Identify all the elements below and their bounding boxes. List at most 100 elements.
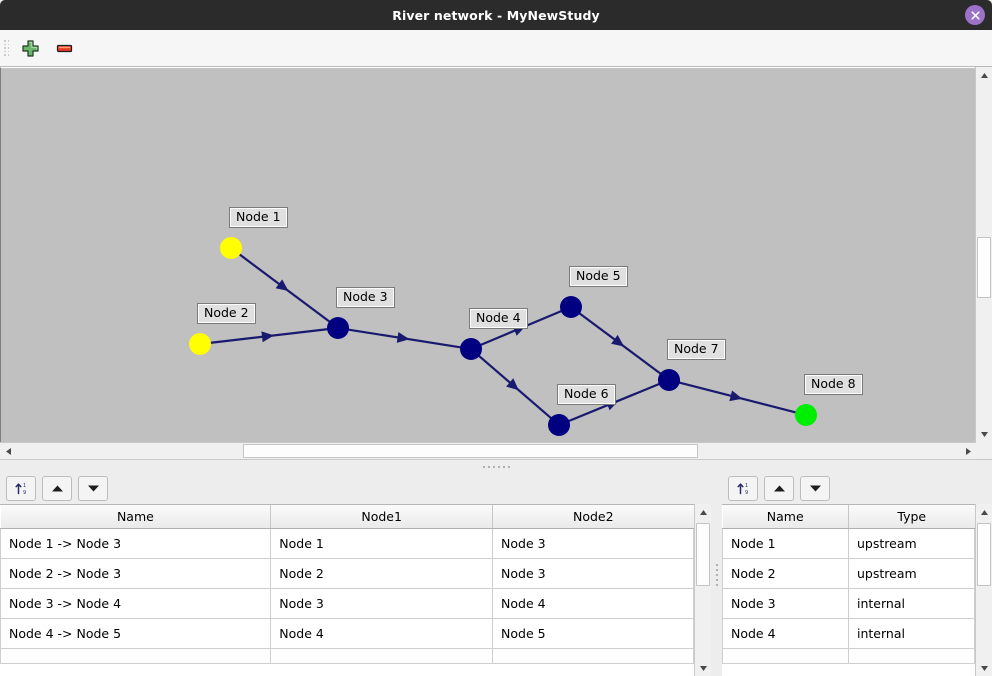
table-cell[interactable]: Node 3 -> Node 4 — [0, 588, 272, 619]
table-cell[interactable]: upstream — [848, 558, 975, 589]
graph-node-label-node4[interactable]: Node 4 — [469, 308, 528, 329]
column-header-name[interactable]: Name — [0, 505, 272, 529]
node-table-row-empty[interactable] — [722, 648, 975, 664]
column-header-node1[interactable]: Node1 — [270, 505, 494, 529]
add-node-button[interactable] — [16, 34, 44, 62]
graph-node-label-node8[interactable]: Node 8 — [804, 374, 863, 395]
table-cell[interactable]: internal — [848, 618, 975, 649]
reach-sort-button[interactable]: 1 9 — [6, 476, 36, 501]
canvas-hscroll-thumb[interactable] — [242, 444, 698, 458]
graph-node-label-node1[interactable]: Node 1 — [229, 207, 288, 228]
reach-vscroll-track[interactable] — [695, 520, 711, 660]
canvas-vscroll-track[interactable] — [976, 83, 992, 426]
graph-node-node3[interactable] — [327, 317, 349, 339]
table-cell[interactable]: Node 4 — [492, 588, 694, 619]
node-vscroll-thumb[interactable] — [977, 522, 991, 587]
edge-arrowhead — [611, 334, 625, 347]
column-header-type[interactable]: Type — [848, 505, 975, 529]
close-button[interactable] — [965, 5, 985, 25]
node-scroll-up-button[interactable] — [976, 504, 992, 520]
reach-table-vertical-scrollbar[interactable] — [694, 504, 711, 676]
node-move-up-button[interactable] — [764, 476, 794, 501]
node-scroll-down-button[interactable] — [976, 660, 992, 676]
table-cell-empty[interactable] — [848, 648, 975, 664]
node-vscroll-track[interactable] — [976, 520, 992, 660]
scroll-up-button[interactable] — [976, 67, 992, 83]
column-header-name[interactable]: Name — [722, 505, 849, 529]
canvas-hscroll-track[interactable] — [16, 443, 960, 459]
node-move-down-button[interactable] — [800, 476, 830, 501]
scroll-right-button[interactable] — [960, 443, 976, 459]
remove-node-button[interactable] — [50, 34, 78, 62]
graph-node-node4[interactable] — [460, 338, 482, 360]
horizontal-splitter[interactable] — [0, 459, 992, 473]
table-cell[interactable]: Node 5 — [492, 618, 694, 649]
canvas-vscroll-thumb[interactable] — [977, 237, 991, 298]
canvas-vertical-scrollbar[interactable] — [975, 67, 992, 442]
table-cell[interactable]: internal — [848, 588, 975, 619]
node-table-vertical-scrollbar[interactable] — [975, 504, 992, 676]
table-cell-empty[interactable] — [0, 648, 272, 664]
network-canvas[interactable]: Node 1 Node 2 Node 3 Node 4 Node 5 Node 6 Node… — [0, 67, 975, 442]
canvas-horizontal-scrollbar[interactable] — [0, 442, 976, 459]
vertical-splitter[interactable] — [711, 473, 722, 676]
table-cell[interactable]: Node 1 — [722, 528, 849, 559]
table-cell[interactable]: Node 2 — [722, 558, 849, 589]
table-cell[interactable]: Node 4 — [722, 618, 849, 649]
table-cell[interactable]: Node 1 — [270, 528, 494, 559]
graph-node-label-node6[interactable]: Node 6 — [557, 384, 616, 405]
graph-node-label-node5[interactable]: Node 5 — [569, 266, 628, 287]
graph-node-node1[interactable] — [220, 237, 242, 259]
graph-node-label-node2[interactable]: Node 2 — [197, 303, 256, 324]
reach-move-down-button[interactable] — [78, 476, 108, 501]
table-cell[interactable]: Node 1 -> Node 3 — [0, 528, 272, 559]
graph-node-node2[interactable] — [189, 333, 211, 355]
toolbar-grip[interactable] — [4, 37, 10, 59]
table-cell[interactable]: Node 3 — [722, 588, 849, 619]
graph-node-label-node7[interactable]: Node 7 — [667, 339, 726, 360]
table-cell[interactable]: Node 3 — [492, 528, 694, 559]
reach-table-filler — [0, 664, 694, 676]
graph-node-node8[interactable] — [795, 404, 817, 426]
column-header-node2[interactable]: Node2 — [492, 505, 694, 529]
reach-scroll-down-button[interactable] — [695, 660, 711, 676]
table-cell[interactable]: Node 3 — [270, 588, 494, 619]
table-cell-empty[interactable] — [270, 648, 494, 664]
scroll-left-button[interactable] — [0, 443, 16, 459]
graph-node-node7[interactable] — [658, 369, 680, 391]
reach-table-row-empty[interactable] — [0, 648, 694, 664]
table-cell-empty[interactable] — [722, 648, 849, 664]
reach-scroll-up-button[interactable] — [695, 504, 711, 520]
graph-node-node5[interactable] — [560, 296, 582, 318]
node-sort-button[interactable]: 1 9 — [728, 476, 758, 501]
reach-move-up-button[interactable] — [42, 476, 72, 501]
table-cell[interactable]: Node 4 -> Node 5 — [0, 618, 272, 649]
add-plus-icon — [21, 39, 39, 57]
reach-vscroll-thumb[interactable] — [696, 522, 710, 587]
table-cell[interactable]: Node 2 -> Node 3 — [0, 558, 272, 589]
table-cell[interactable]: upstream — [848, 528, 975, 559]
graph-node-node6[interactable] — [548, 414, 570, 436]
svg-text:9: 9 — [745, 490, 748, 496]
table-cell-empty[interactable] — [492, 648, 694, 664]
table-cell[interactable]: Node 2 — [270, 558, 494, 589]
table-cell[interactable]: Node 3 — [492, 558, 694, 589]
scroll-down-button[interactable] — [976, 426, 992, 442]
graph-node-label-node3[interactable]: Node 3 — [336, 287, 395, 308]
table-cell[interactable]: Node 4 — [270, 618, 494, 649]
